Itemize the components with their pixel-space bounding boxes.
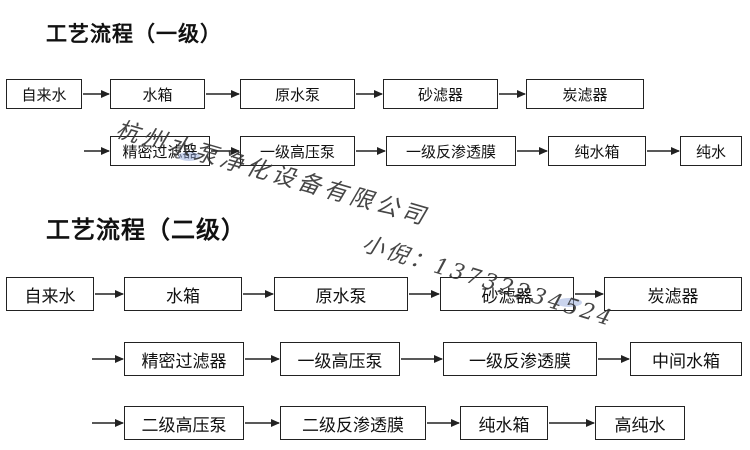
process-box-raw-pump-2: 原水泵 <box>274 277 408 311</box>
process-box-middle-tank-2: 中间水箱 <box>630 342 742 376</box>
process-box-hp-pump-1: 一级高压泵 <box>240 136 355 166</box>
process-box-sand-filter-1: 砂滤器 <box>383 79 498 109</box>
process-box-water-tank-2: 水箱 <box>124 277 242 311</box>
process-box-pure-tank-2: 纯水箱 <box>460 406 548 440</box>
watermark-glare <box>556 298 582 307</box>
process-box-hp-pump-2: 一级高压泵 <box>280 342 400 376</box>
process-box-second-hp-pump: 二级高压泵 <box>124 406 244 440</box>
watermark-glare <box>178 152 200 161</box>
section2-title: 工艺流程（二级） <box>46 216 246 244</box>
process-box-raw-pump-1: 原水泵 <box>240 79 355 109</box>
process-box-tap-water-1: 自来水 <box>6 79 82 109</box>
process-box-water-tank-1: 水箱 <box>110 79 205 109</box>
process-box-second-ro-membrane: 二级反渗透膜 <box>280 406 426 440</box>
process-box-sand-filter-2: 砂滤器 <box>440 277 574 311</box>
process-box-high-purity-water: 高纯水 <box>595 406 685 440</box>
process-box-ro-membrane-1: 一级反渗透膜 <box>386 136 516 166</box>
process-box-pure-water-1: 纯水 <box>680 136 742 166</box>
process-box-ro-membrane-2: 一级反渗透膜 <box>443 342 597 376</box>
section1-title: 工艺流程（一级） <box>46 22 222 46</box>
process-box-precision-filter-2: 精密过滤器 <box>124 342 244 376</box>
process-box-carbon-filter-1: 炭滤器 <box>526 79 644 109</box>
process-box-tap-water-2: 自来水 <box>6 277 94 311</box>
process-box-carbon-filter-2: 炭滤器 <box>604 277 742 311</box>
process-box-pure-tank-1: 纯水箱 <box>548 136 646 166</box>
